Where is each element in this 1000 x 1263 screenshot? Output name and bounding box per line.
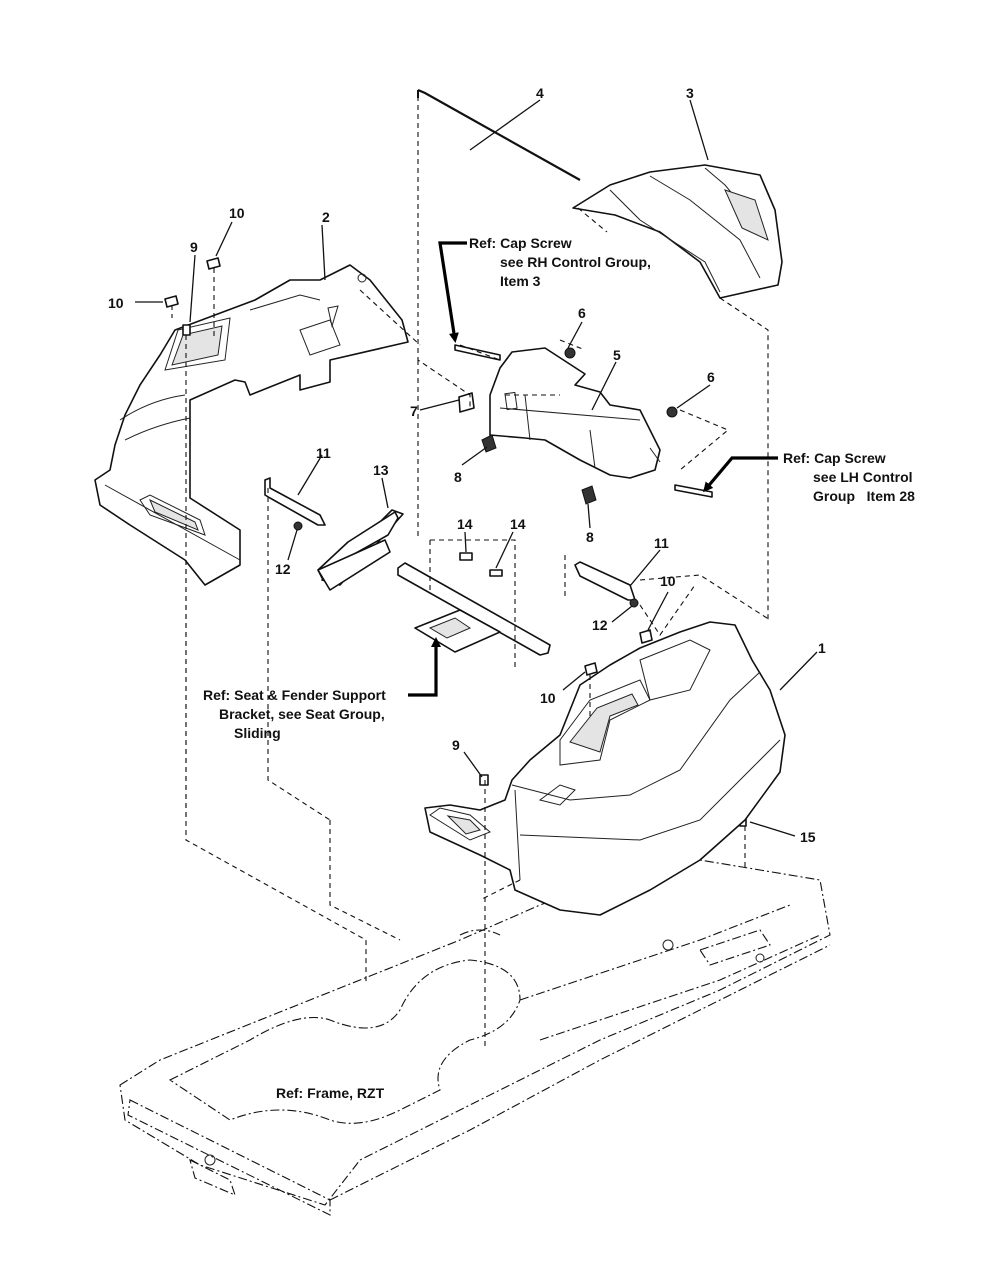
center-panel	[489, 347, 661, 479]
assembly-lines	[171, 96, 771, 1050]
callout-14: 14	[510, 516, 526, 532]
callout-14: 14	[457, 516, 473, 532]
callout-labels: 1 2 3 4 5 6 6 7 8 8 9 9 10 10 10 10 11 1…	[108, 85, 826, 845]
ref-lh-line-3: Group Item 28	[813, 488, 915, 504]
callout-10: 10	[229, 205, 245, 221]
callout-12: 12	[275, 561, 291, 577]
callout-9: 9	[190, 239, 198, 255]
callout-leaders	[135, 99, 818, 837]
callout-6: 6	[578, 305, 586, 321]
ref-frame: Ref: Frame, RZT	[276, 1085, 385, 1101]
callout-13: 13	[373, 462, 389, 478]
ref-lh-line-1: Ref: Cap Screw	[783, 450, 886, 466]
callout-10: 10	[108, 295, 124, 311]
callout-9: 9	[452, 737, 460, 753]
brackets	[164, 257, 747, 827]
fender-rh	[424, 621, 786, 916]
ref-rh-cap-screw: Ref: Cap Screw see RH Control Group, Ite…	[469, 235, 651, 289]
callout-3: 3	[686, 85, 694, 101]
ref-rh-line-2: see RH Control Group,	[500, 254, 651, 270]
callout-5: 5	[613, 347, 621, 363]
callout-12: 12	[592, 617, 608, 633]
callout-8: 8	[586, 529, 594, 545]
callout-6: 6	[707, 369, 715, 385]
ref-lh-cap-screw: Ref: Cap Screw see LH Control Group Item…	[783, 450, 915, 504]
callout-11: 11	[316, 445, 331, 461]
ref-seat-fender-bracket: Ref: Seat & Fender Support Bracket, see …	[203, 687, 386, 741]
rear-cover	[572, 164, 783, 299]
callout-10: 10	[660, 573, 676, 589]
ref-rh-line-3: Item 3	[500, 273, 541, 289]
callout-4: 4	[536, 85, 544, 101]
callout-15: 15	[800, 829, 816, 845]
callout-2: 2	[322, 209, 330, 225]
callout-10: 10	[540, 690, 556, 706]
ref-bracket-line-1: Ref: Seat & Fender Support	[203, 687, 386, 703]
callout-8: 8	[454, 469, 462, 485]
ref-bracket-line-3: Sliding	[234, 725, 281, 741]
control-rod	[417, 88, 581, 181]
callout-1: 1	[818, 640, 826, 656]
ref-lh-line-2: see LH Control	[813, 469, 913, 485]
ref-rh-line-1: Ref: Cap Screw	[469, 235, 572, 251]
reference-arrows[interactable]	[408, 241, 778, 697]
ref-bracket-line-2: Bracket, see Seat Group,	[219, 706, 385, 722]
callout-11: 11	[654, 535, 669, 551]
callout-7: 7	[410, 403, 418, 419]
fender-lh	[94, 264, 409, 586]
frame-rzt	[119, 859, 831, 1216]
